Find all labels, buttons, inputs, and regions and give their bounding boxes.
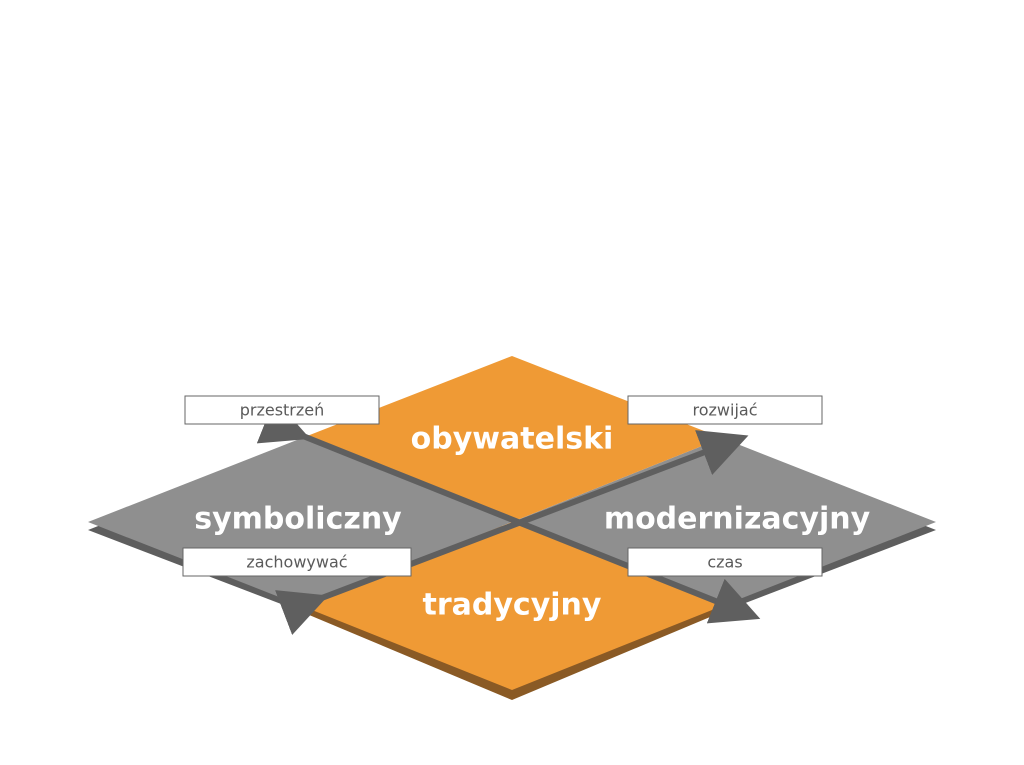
title-obywatelski: obywatelski [411,422,614,457]
label-przestrzen: przestrzeń [240,401,325,420]
label-rozwijac: rozwijać [693,401,758,420]
axis-line-zachowywac-rozwijac [275,430,749,635]
label-box-zachowywac: zachowywać [182,547,412,577]
label-box-czas: czas [627,547,823,577]
title-modernizacyjny: modernizacyjny [604,502,871,537]
label-czas: czas [707,553,742,572]
title-tradycyjny: tradycyjny [423,588,602,623]
label-box-przestrzen: przestrzeń [184,395,380,425]
title-symboliczny: symboliczny [194,502,402,537]
label-box-rozwijac: rozwijać [627,395,823,425]
label-zachowywac: zachowywać [246,553,347,572]
